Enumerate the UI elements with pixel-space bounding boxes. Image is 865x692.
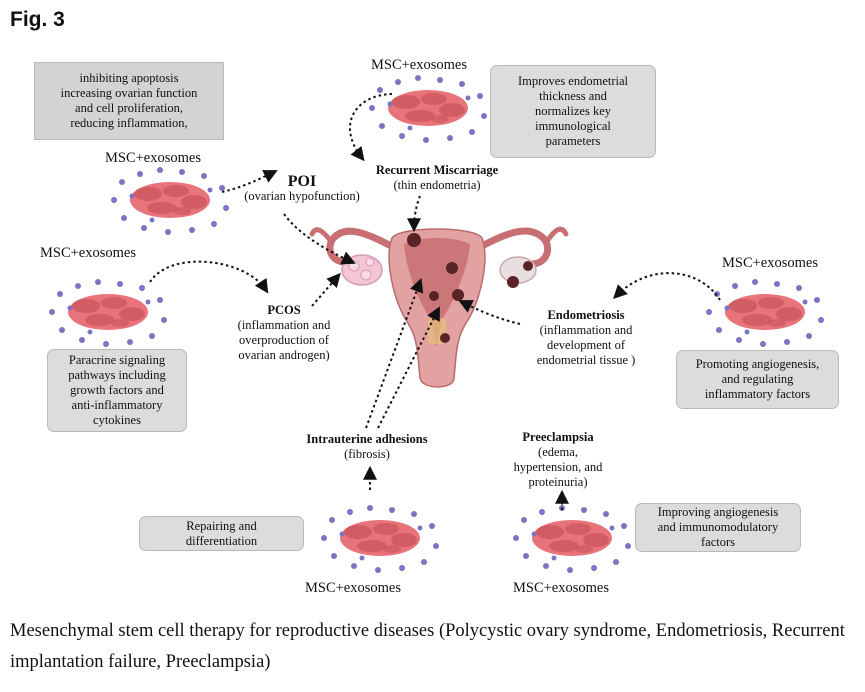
- preeclampsia-detail: (edema,: [538, 445, 578, 459]
- preeclampsia-detail: proteinuria): [528, 475, 588, 489]
- adhesions-detail: (fibrosis): [344, 447, 390, 461]
- arrow-adhesions-to-uterus-b: [377, 306, 440, 429]
- mechanism-line: Improving angiogenesis: [657, 505, 779, 519]
- adhesions-name: Intrauterine adhesions: [306, 432, 428, 446]
- mechanism-line: immunological: [535, 119, 611, 133]
- mechanism-line: Improves endometrial: [517, 74, 629, 88]
- arrow-pcos-to-ovary: [311, 272, 341, 307]
- adhesions-label: Intrauterine adhesions (fibrosis): [292, 432, 442, 462]
- msc-label-preeclampsia: MSC+exosomes: [513, 580, 609, 596]
- pcos-label: PCOS (inflammation and overproduction of…: [214, 303, 354, 363]
- poi-mechanism-box: inhibiting apoptosis increasing ovarian …: [34, 62, 224, 140]
- pcos-name: PCOS: [267, 303, 301, 317]
- msc-cluster-preeclampsia: [513, 505, 631, 573]
- mechanism-line: inhibiting apoptosis: [79, 71, 179, 85]
- endometriosis-label: Endometriosis (inflammation and developm…: [516, 308, 656, 368]
- mechanism-line: and regulating: [721, 372, 794, 386]
- endometriosis-detail: endometrial tissue ): [536, 353, 636, 367]
- endometriosis-detail: development of: [546, 338, 626, 352]
- pcos-mechanism-box: Paracrine signaling pathways including g…: [47, 349, 187, 432]
- msc-label-endometriosis: MSC+exosomes: [722, 255, 818, 271]
- mechanism-line: and immunomodulatory: [657, 520, 779, 534]
- mechanism-line: Repairing and: [186, 518, 257, 533]
- msc-cluster-miscarriage: [369, 75, 487, 143]
- pcos-detail: ovarian androgen): [238, 348, 330, 362]
- msc-label-pcos: MSC+exosomes: [40, 245, 136, 261]
- arrow-to-poi: [221, 170, 278, 193]
- mechanism-line: parameters: [545, 134, 601, 148]
- endometriosis-mechanism-box: Promoting angiogenesis, and regulating i…: [676, 350, 839, 409]
- pcos-detail: overproduction of: [239, 333, 329, 347]
- preeclampsia-detail: hypertension, and: [513, 460, 603, 474]
- diagram-graphics: [49, 75, 824, 573]
- mechanism-line: Paracrine signaling: [68, 353, 166, 367]
- miscarriage-mechanism-box: Improves endometrial thickness and norma…: [490, 65, 656, 158]
- mechanism-line: inflammatory factors: [704, 387, 811, 401]
- miscarriage-detail: (thin endometria): [393, 178, 481, 192]
- arrow-poi-to-ovary: [283, 213, 356, 265]
- mechanism-line: thickness and: [539, 89, 607, 103]
- mechanism-line: factors: [700, 535, 735, 549]
- msc-cluster-poi: [111, 167, 229, 235]
- endometriosis-name: Endometriosis: [547, 308, 625, 322]
- arrow-to-endometriosis: [613, 272, 721, 301]
- mechanism-line: increasing ovarian function: [60, 86, 198, 100]
- msc-label-adhesions: MSC+exosomes: [305, 580, 401, 596]
- preeclampsia-name: Preeclampsia: [522, 430, 594, 444]
- mechanism-line: differentiation: [185, 533, 258, 548]
- mechanism-line: and cell proliferation,: [75, 101, 183, 115]
- figure-title: Fig. 3: [10, 8, 65, 31]
- mechanism-line: growth factors and: [70, 383, 164, 397]
- msc-cluster-pcos: [49, 279, 167, 347]
- mechanism-line: Promoting angiogenesis,: [695, 357, 820, 371]
- mechanism-line: anti-inflammatory: [71, 398, 163, 412]
- arrow-adhesions-to-uterus-a: [365, 278, 424, 429]
- adhesions-mechanism-box: Repairing and differentiation: [139, 516, 304, 551]
- msc-label-poi: MSC+exosomes: [105, 150, 201, 166]
- mechanism-line: pathways including: [68, 368, 166, 382]
- mechanism-line: reducing inflammation,: [70, 116, 188, 130]
- msc-cluster-adhesions: [321, 505, 439, 573]
- mechanism-line: normalizes key: [534, 104, 611, 118]
- uterus-illustration: [309, 226, 569, 388]
- msc-label-miscarriage: MSC+exosomes: [371, 57, 467, 73]
- arrow-miscarriage-to-uterus: [407, 195, 422, 233]
- poi-name: POI: [287, 173, 317, 190]
- figure-caption: Mesenchymal stem cell therapy for reprod…: [10, 621, 845, 672]
- therapy-arrows: [149, 93, 721, 510]
- miscarriage-label: Recurrent Miscarriage (thin endometria): [362, 163, 512, 193]
- preeclampsia-label: Preeclampsia (edema, hypertension, and p…: [488, 430, 628, 490]
- poi-detail: (ovarian hypofunction): [244, 189, 360, 203]
- arrow-to-pcos: [149, 260, 269, 294]
- miscarriage-name: Recurrent Miscarriage: [375, 163, 499, 177]
- poi-label: POI (ovarian hypofunction): [232, 174, 372, 204]
- arrow-endometriosis-to-uterus: [458, 300, 521, 325]
- endometriosis-detail: (inflammation and: [539, 323, 633, 337]
- mechanism-line: cytokines: [93, 413, 141, 427]
- preeclampsia-mechanism-box: Improving angiogenesis and immunomodulat…: [635, 503, 801, 552]
- msc-cluster-endometriosis: [706, 279, 824, 347]
- pcos-detail: (inflammation and: [237, 318, 331, 332]
- arrow-to-miscarriage: [349, 93, 393, 162]
